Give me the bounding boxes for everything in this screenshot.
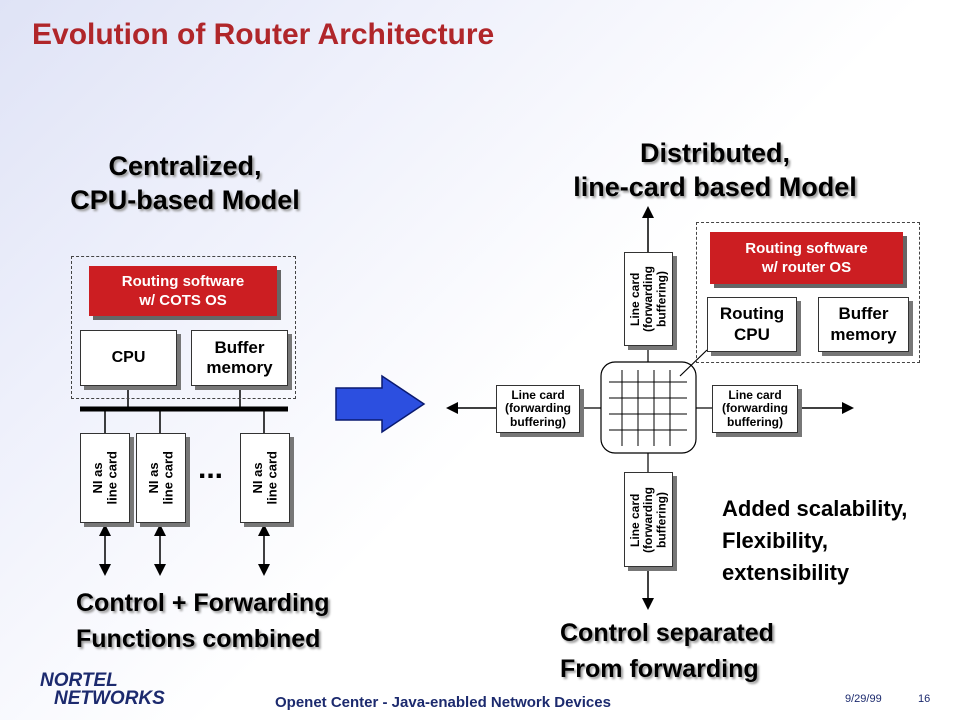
box-label: line card [264, 451, 279, 505]
footer-date: 9/29/99 [845, 693, 882, 705]
line-card-left: Line card (forwarding buffering) [496, 385, 580, 433]
box-label: memory [830, 324, 897, 344]
heading-line: line-card based Model [573, 171, 857, 202]
box-label: w/ COTS OS [139, 292, 227, 309]
more-cards-ellipsis: ... [198, 452, 224, 485]
line-card-bottom: Line card (forwarding buffering) [624, 472, 673, 567]
footer-text: Openet Center - Java-enabled Network Dev… [275, 694, 611, 711]
line-card-right: Line card (forwarding buffering) [712, 385, 798, 433]
routing-cpu-box: Routing CPU [707, 297, 797, 352]
heading-line: Distributed, [639, 138, 790, 168]
box-label: (forwarding [640, 486, 655, 553]
box-label: w/ router OS [761, 259, 852, 276]
distributed-model-heading: Distributed, line-card based Model [540, 137, 890, 205]
box-label: NI as [89, 462, 105, 494]
box-label: Line card [627, 492, 642, 547]
benefit-line: Flexibility, [722, 527, 828, 553]
box-label: NI as [145, 462, 161, 494]
switch-fabric [600, 361, 697, 454]
caption-line: From forwarding [560, 655, 759, 684]
control-block-boundary [696, 222, 920, 363]
benefits-list: Added scalability, Flexibility, extensib… [722, 493, 907, 589]
box-label: Buffer [838, 304, 889, 324]
caption-line: Functions combined [76, 625, 321, 654]
box-label: buffering) [654, 491, 669, 548]
control-block-boundary [71, 256, 296, 399]
ni-line-card: NI as line card [80, 433, 130, 523]
ni-line-card: NI as line card [136, 433, 186, 523]
box-label: CPU [734, 324, 770, 344]
box-label: buffering) [727, 414, 783, 429]
box-label: line card [160, 451, 175, 505]
buffer-memory-box: Buffer memory [818, 297, 909, 352]
transition-arrow [335, 374, 426, 434]
right-caption: Control separated From forwarding [560, 615, 774, 688]
box-label: Line card [627, 272, 642, 326]
caption-line: Control separated [560, 619, 774, 647]
box-label: Routing software [745, 239, 868, 257]
box-label: memory [206, 358, 273, 377]
box-label: buffering) [654, 271, 669, 327]
box-label: (forwarding [640, 266, 655, 332]
box-label: (forwarding [505, 401, 571, 416]
box-label: Routing [719, 304, 785, 324]
caption-line: Control + Forwarding [76, 589, 330, 617]
ni-line-card: NI as line card [240, 433, 290, 523]
benefit-line: extensibility [722, 559, 850, 585]
logo-line: NORTEL [40, 670, 118, 691]
buffer-memory-box: Buffer memory [191, 330, 288, 386]
left-caption: Control + Forwarding Functions combined [76, 585, 329, 658]
box-label: CPU [111, 349, 146, 367]
box-label: (forwarding [722, 401, 788, 416]
logo-line: NETWORKS [54, 688, 165, 710]
box-label: line card [104, 451, 119, 505]
cpu-box: CPU [80, 330, 177, 386]
slide-title: Evolution of Router Architecture [32, 18, 495, 51]
box-label: Line card [511, 388, 565, 403]
box-label: Buffer [214, 337, 265, 357]
line-card-top: Line card (forwarding buffering) [624, 252, 673, 346]
centralized-model-heading: Centralized, CPU-based Model [40, 150, 330, 218]
nortel-networks-logo: NORTEL NETWORKS [40, 670, 165, 710]
routing-software-box: Routing software w/ router OS [710, 232, 903, 284]
box-label: NI as [249, 462, 265, 494]
box-label: Routing software [121, 272, 245, 290]
heading-line: CPU-based Model [70, 184, 300, 215]
heading-line: Centralized, [108, 151, 262, 181]
page-number: 16 [918, 693, 931, 705]
benefit-line: Added scalability, [722, 496, 908, 521]
box-label: buffering) [510, 414, 566, 429]
box-label: Line card [728, 388, 782, 403]
routing-software-box: Routing software w/ COTS OS [89, 266, 277, 316]
